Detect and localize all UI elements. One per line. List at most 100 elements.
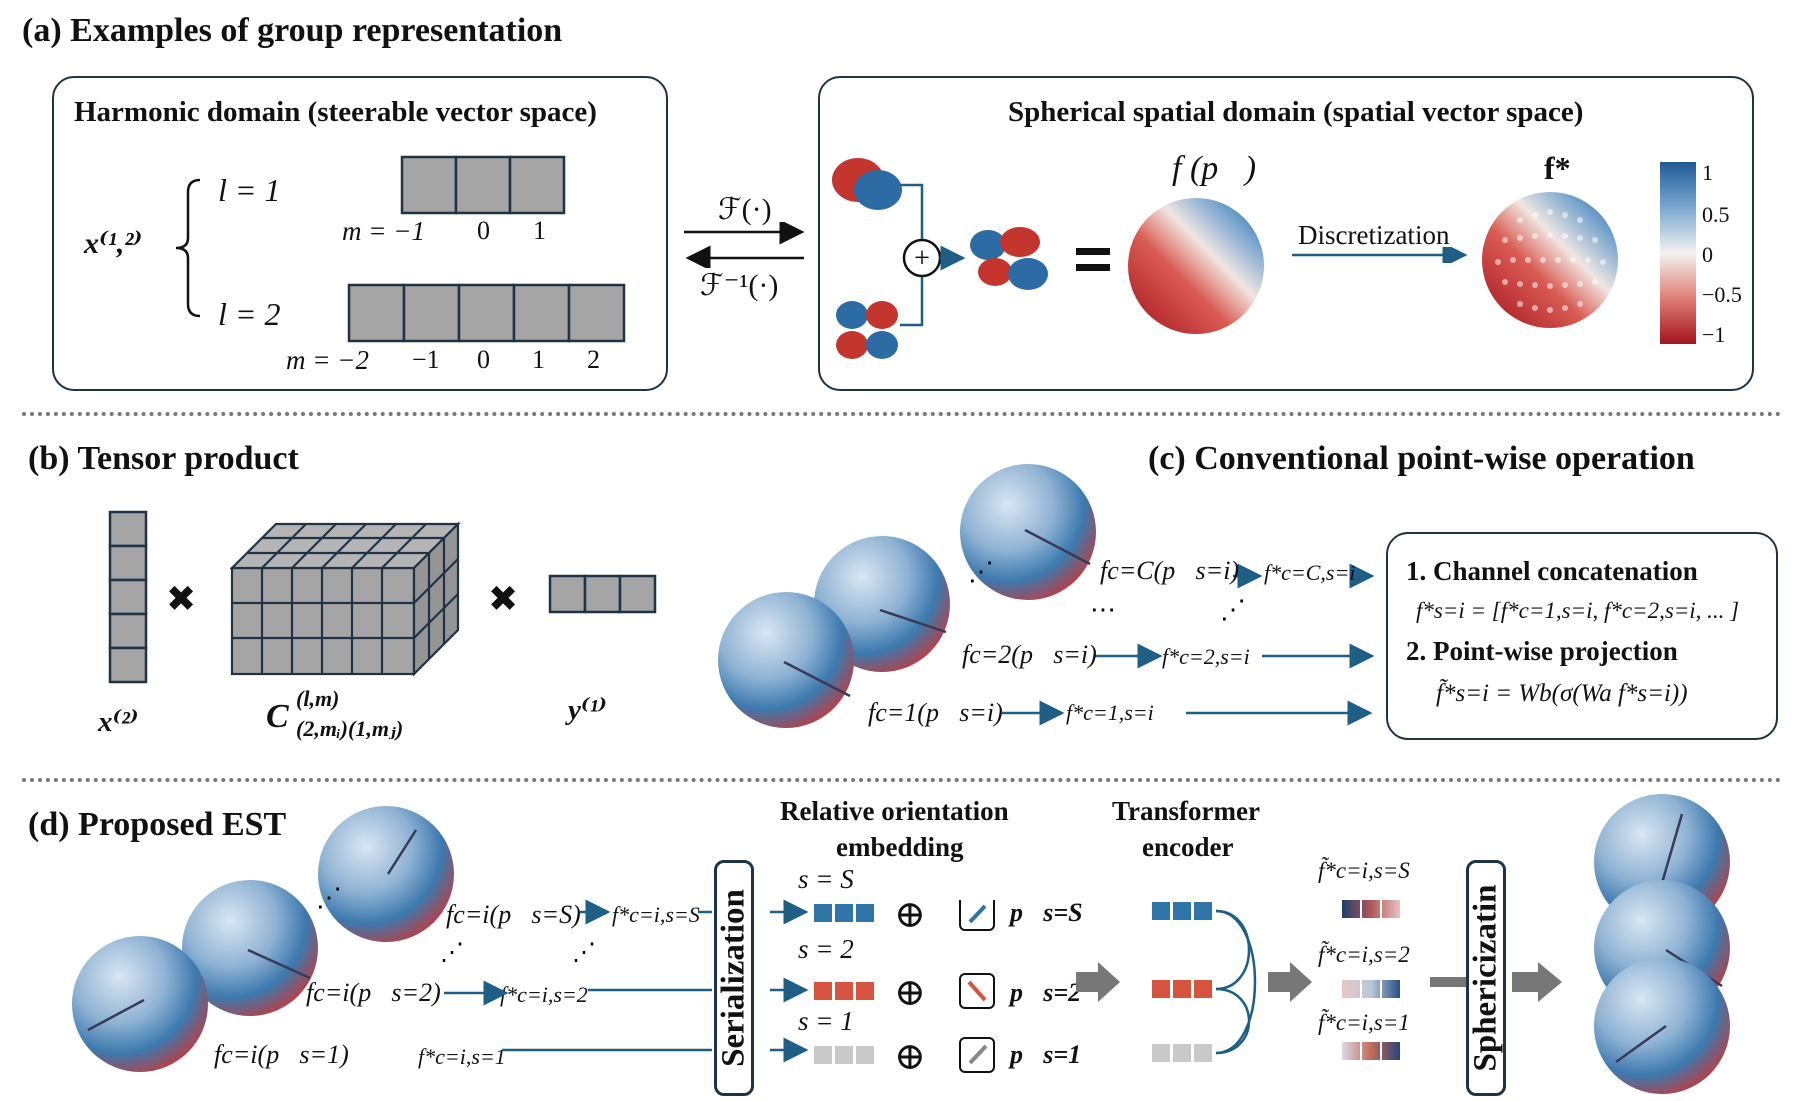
projection-equation: f̃*s=i = Wb(σ(Wa f*s=i))	[1436, 680, 1688, 707]
discretized-sphere	[1482, 192, 1618, 328]
p-S-label: p⃗s=S	[1010, 898, 1083, 927]
y1-label: y⁽¹⁾	[568, 694, 607, 726]
combined-harmonic-icon	[970, 227, 1048, 290]
fs-point-1: f*c=i,s=1	[418, 1044, 506, 1069]
sphericization-box	[1466, 860, 1506, 1096]
harmonic-sum-diagram: +	[832, 158, 1110, 359]
section-d-title: (d) Proposed EST	[28, 806, 287, 843]
l2-label: l = 2	[218, 296, 281, 332]
divider-1	[22, 412, 1782, 416]
p-2-label: p⃗s=2	[1010, 978, 1082, 1007]
f-point-2: fc=i(p⃗s=2)	[306, 978, 441, 1007]
svg-text:⋰: ⋰	[572, 940, 596, 966]
l1-m-0: m = −1	[342, 216, 425, 246]
colorbar	[1660, 162, 1696, 344]
est-pipeline-arrows: ⋰ ⋰	[440, 899, 809, 1063]
f-point-1: fc=i(p⃗s=1)	[214, 1040, 349, 1069]
section-a-title: (a) Examples of group representation	[22, 12, 563, 49]
l2-m-0: m = −2	[286, 345, 369, 375]
l2-harmonic-icon	[836, 301, 898, 359]
serialization-label: Serialization	[715, 889, 752, 1067]
l1-m-2: 1	[533, 216, 546, 245]
spatial-domain-title: Spherical spatial domain (spatial vector…	[1008, 96, 1584, 128]
l2-vector	[347, 283, 626, 343]
transformer-title-line1: Transformer	[1112, 796, 1260, 826]
f-channel-2: fc=2(p⃗s=i)	[962, 640, 1097, 669]
l2-m-2: 0	[477, 345, 490, 374]
times-icon-2: ✖	[488, 579, 519, 619]
s-1-label: s = 1	[798, 1006, 854, 1036]
concatenation-equation: f*s=i = [f*c=1,s=i, f*c=2,s=i, ... ]	[1416, 598, 1740, 623]
cg-tensor-cube	[229, 521, 461, 677]
out-1-label: f̃*c=i,s=1	[1318, 1010, 1410, 1035]
colorbar-tick-1: 0.5	[1702, 202, 1730, 227]
f-channel-1: fc=1(p⃗s=i)	[868, 698, 1003, 727]
times-icon-1: ✖	[166, 579, 197, 619]
sphere-point-1	[72, 936, 208, 1072]
svg-text:⋰: ⋰	[1220, 595, 1246, 624]
output-tokens	[1342, 900, 1400, 1060]
transformer-title-line2: encoder	[1142, 832, 1234, 862]
forward-transform-label: ℱ(·)	[718, 193, 772, 226]
block-arrow-2	[1268, 962, 1312, 1002]
oplus-S: ⊕	[894, 894, 926, 936]
roe-title-line1: Relative orientation	[780, 796, 1009, 826]
divider-2	[22, 778, 1782, 782]
sphere-point-2	[182, 880, 318, 1016]
channel-concatenation-item: 1. Channel concatenation	[1406, 556, 1698, 586]
transformer-encoder	[1152, 902, 1257, 1062]
block-arrow-1	[1076, 962, 1120, 1002]
discretization-label: Discretization	[1298, 220, 1450, 250]
transform-arrows	[684, 222, 805, 268]
s-2-label: s = 2	[798, 934, 854, 964]
fs-point-S: f*c=i,s=S	[612, 902, 700, 927]
svg-text:⋰: ⋰	[968, 557, 994, 586]
p-1-label: p⃗s=1	[1010, 1040, 1082, 1069]
f-point-S: fc=i(p⃗s=S)	[446, 900, 581, 929]
plus-sign: +	[914, 243, 930, 274]
l1-label: l = 1	[218, 172, 281, 208]
colorbar-tick-3: −0.5	[1702, 282, 1742, 307]
roe-title-line2: embedding	[836, 832, 964, 862]
oplus-1: ⊕	[894, 1036, 926, 1078]
out-S-label: f̃*c=i,s=S	[1318, 858, 1410, 883]
cg-sub-label: (2,mᵢ)(1,mⱼ)	[296, 716, 404, 741]
l2-m-3: 1	[532, 345, 545, 374]
l2-m-4: 2	[587, 345, 600, 374]
colorbar-tick-0: 1	[1702, 160, 1713, 185]
x-feature-label: x⁽¹,²⁾	[84, 227, 143, 260]
pointwise-operation-panel: 1. Channel concatenation f*s=i = [f*c=1,…	[1386, 532, 1778, 740]
oplus-2: ⊕	[894, 972, 926, 1014]
l1-vector	[400, 155, 566, 215]
continuous-sphere	[1128, 198, 1264, 334]
colorbar-tick-2: 0	[1702, 242, 1713, 267]
cg-label: C	[266, 698, 289, 735]
out-sphere-1	[1594, 958, 1730, 1094]
harmonic-domain-title: Harmonic domain (steerable vector space)	[74, 96, 597, 128]
connector-line	[1430, 977, 1466, 987]
cg-sup-label: (l,m)	[296, 686, 340, 711]
inverse-transform-label: ℱ⁻¹(·)	[700, 269, 779, 302]
f-of-p-label: f (p⃗)	[1172, 150, 1257, 187]
pointwise-projection-item: 2. Point-wise projection	[1406, 636, 1678, 666]
y1-vector	[548, 574, 657, 614]
sphere-channel-1	[718, 592, 854, 728]
discretization-arrow	[1292, 247, 1468, 263]
l-brace	[175, 178, 201, 318]
serialized-tokens	[814, 900, 995, 1073]
fs-channel-C: f*c=C,s=i	[1264, 560, 1356, 585]
harmonic-domain-panel: Harmonic domain (steerable vector space)	[52, 76, 668, 391]
fs-channel-2: f*c=2,s=i	[1162, 644, 1250, 669]
block-arrow-3	[1512, 962, 1562, 1002]
x2-label: x⁽²⁾	[98, 706, 139, 738]
serialization-box	[714, 860, 754, 1096]
channel-spheres: ⋰ ⋯ ⋰	[718, 464, 1375, 728]
colorbar-tick-4: −1	[1702, 322, 1726, 347]
fs-point-2: f*c=i,s=2	[500, 982, 588, 1007]
svg-text:⋯: ⋯	[1090, 595, 1116, 624]
f-channel-C: fc=C(p⃗s=i)	[1100, 556, 1240, 585]
input-point-spheres: ⋰	[72, 806, 454, 1072]
s-S-label: s = S	[798, 864, 854, 894]
f-star-label: f*	[1544, 150, 1571, 186]
section-b-title: (b) Tensor product	[28, 440, 299, 477]
